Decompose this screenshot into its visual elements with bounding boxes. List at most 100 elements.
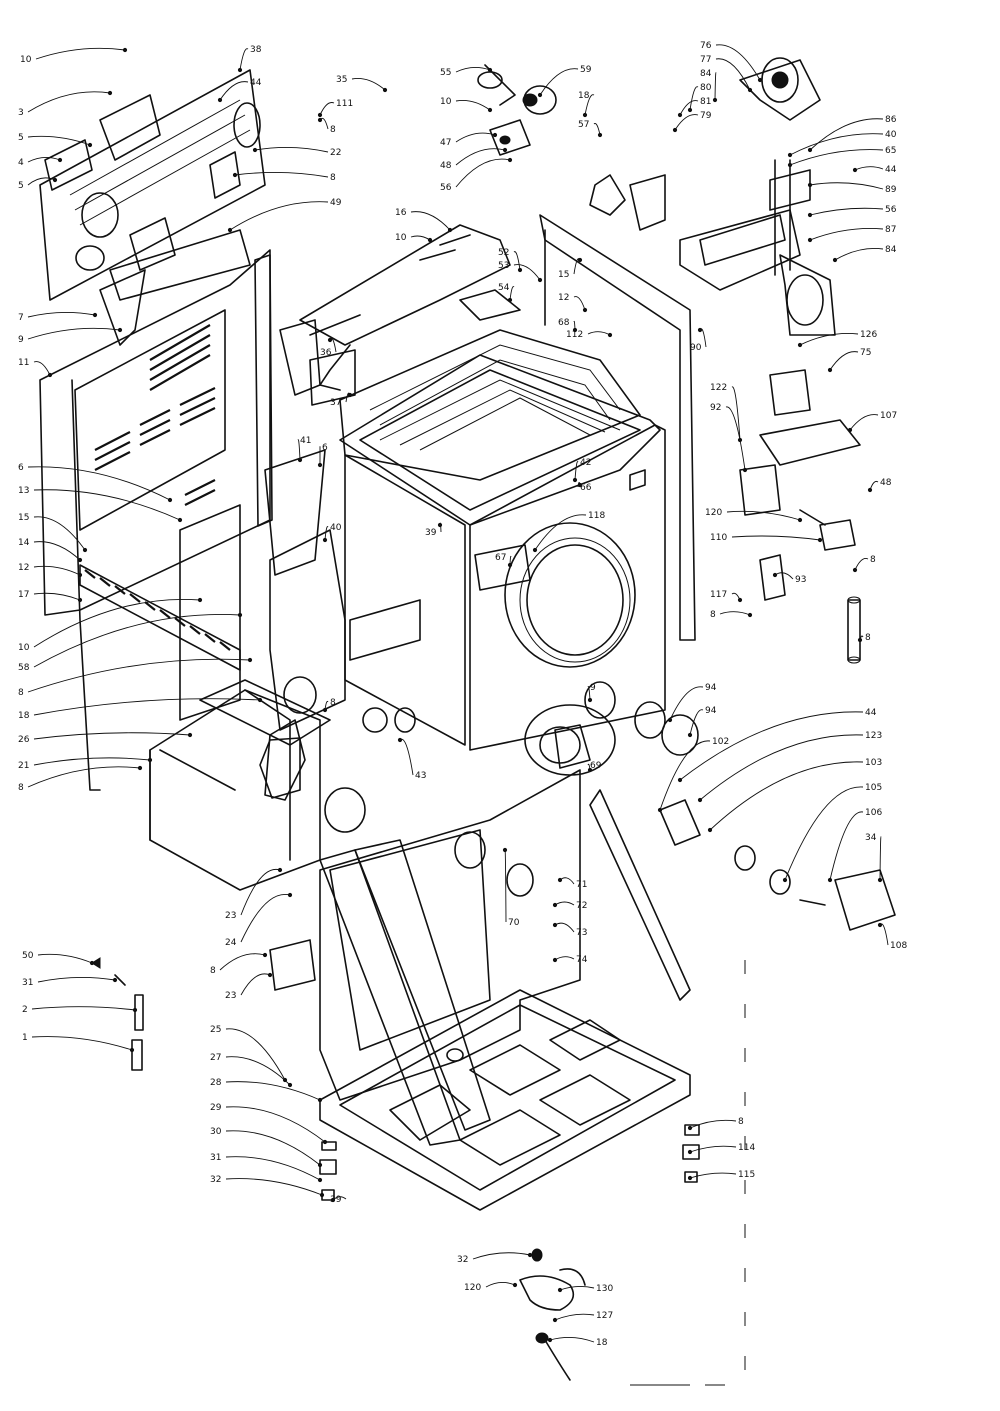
callout-label: 44 <box>885 165 897 175</box>
callout-label: 120 <box>464 1283 481 1293</box>
callout-anchor <box>847 427 853 433</box>
callout-anchor <box>797 517 803 523</box>
callout-anchor <box>237 67 243 73</box>
callout-leader <box>225 1081 321 1101</box>
callout-label: 4 <box>18 158 24 168</box>
callout-anchor <box>89 960 95 966</box>
callout-anchor <box>247 657 253 663</box>
callout-label: 38 <box>250 45 262 55</box>
callout-anchor <box>487 107 493 113</box>
callout-anchor <box>577 482 583 488</box>
callout-anchor <box>552 1317 558 1323</box>
callout-label: 6 <box>322 443 328 453</box>
callout-labels: 1035457911613151412171058818262182324238… <box>18 41 907 1348</box>
callout-label: 110 <box>710 533 727 543</box>
callout-label: 31 <box>210 1153 221 1163</box>
rear-panel-assembly <box>39 69 266 346</box>
callout-label: 8 <box>210 966 216 976</box>
callout-leader <box>254 146 329 153</box>
callout-label: 112 <box>566 330 583 340</box>
callout-anchor <box>317 462 323 468</box>
callout-label: 15 <box>18 513 29 523</box>
callout-label: 22 <box>330 148 341 158</box>
callout-leader <box>27 157 61 163</box>
callout-anchor <box>672 127 678 133</box>
callout-label: 80 <box>700 83 712 93</box>
drain-pump-assembly <box>679 57 836 336</box>
callout-anchor <box>737 597 743 603</box>
callout-label: 2 <box>22 1005 28 1015</box>
callout-anchor <box>697 797 703 803</box>
callout-label: 56 <box>885 205 897 215</box>
callout-leader <box>584 94 595 116</box>
callout-anchor <box>657 807 663 813</box>
callout-anchor <box>677 777 683 783</box>
callout-label: 57 <box>578 120 589 130</box>
callout-label: 31 <box>22 978 33 988</box>
callout-leader <box>689 1172 737 1179</box>
callout-leader <box>587 331 611 336</box>
callout-anchor <box>677 112 683 118</box>
callout-label: 18 <box>18 711 30 721</box>
callout-label: 65 <box>885 146 896 156</box>
callout-label: 56 <box>440 183 452 193</box>
callout-label: 23 <box>225 991 236 1001</box>
callout-anchor <box>742 467 748 473</box>
callout-label: 21 <box>18 761 29 771</box>
callout-leader <box>731 386 741 441</box>
callout-leader <box>534 514 587 551</box>
callout-anchor <box>577 257 583 263</box>
callout-anchor <box>77 557 83 563</box>
callout-leader <box>554 956 575 961</box>
callout-label: 8 <box>330 173 336 183</box>
callout-label: 68 <box>558 318 570 328</box>
callout-leader <box>554 901 575 906</box>
callout-label: 49 <box>330 198 342 208</box>
callout-label: 126 <box>860 330 877 340</box>
callout-anchor <box>857 637 863 643</box>
callout-anchor <box>82 547 88 553</box>
callout-leader <box>239 48 249 71</box>
callout-leader <box>719 611 751 616</box>
callout-leader <box>559 877 575 885</box>
callout-leader <box>809 207 884 216</box>
callout-leader <box>33 489 181 521</box>
callout-leader <box>504 849 507 923</box>
callout-label: 118 <box>588 511 605 521</box>
callout-leader <box>319 102 335 116</box>
callout-leader <box>829 351 859 371</box>
callout-leader <box>709 761 864 831</box>
callout-label: 8 <box>865 633 871 643</box>
callout-leader <box>725 406 746 471</box>
callout-anchor <box>852 567 858 573</box>
callout-leader <box>410 235 431 241</box>
callout-anchor <box>330 1197 336 1203</box>
callout-leader <box>809 228 884 241</box>
main-cabinet <box>339 214 696 751</box>
callout-anchor <box>512 1282 518 1288</box>
callout-anchor <box>687 1175 693 1181</box>
callout-anchor <box>382 87 388 93</box>
callout-leader <box>31 1006 136 1011</box>
callout-anchor <box>867 487 873 493</box>
callout-leader <box>225 1056 291 1086</box>
callout-leader <box>225 1106 326 1143</box>
callout-anchor <box>547 1337 553 1343</box>
base-rail <box>79 504 241 721</box>
callout-label: 24 <box>225 938 237 948</box>
callout-anchor <box>557 1287 563 1293</box>
callout-label: 86 <box>885 115 897 125</box>
callout-label: 106 <box>865 808 882 818</box>
callout-leader <box>714 72 717 101</box>
callout-leader <box>33 732 191 740</box>
callout-label: 76 <box>700 41 712 51</box>
callout-anchor <box>817 537 823 543</box>
callout-anchor <box>797 342 803 348</box>
callout-label: 44 <box>865 708 877 718</box>
callout-label: 94 <box>705 706 717 716</box>
callout-label: 44 <box>250 78 262 88</box>
callout-leader <box>27 766 141 788</box>
callout-label: 15 <box>558 270 569 280</box>
base-frame <box>319 769 691 1211</box>
top-cover-panel <box>299 224 521 391</box>
